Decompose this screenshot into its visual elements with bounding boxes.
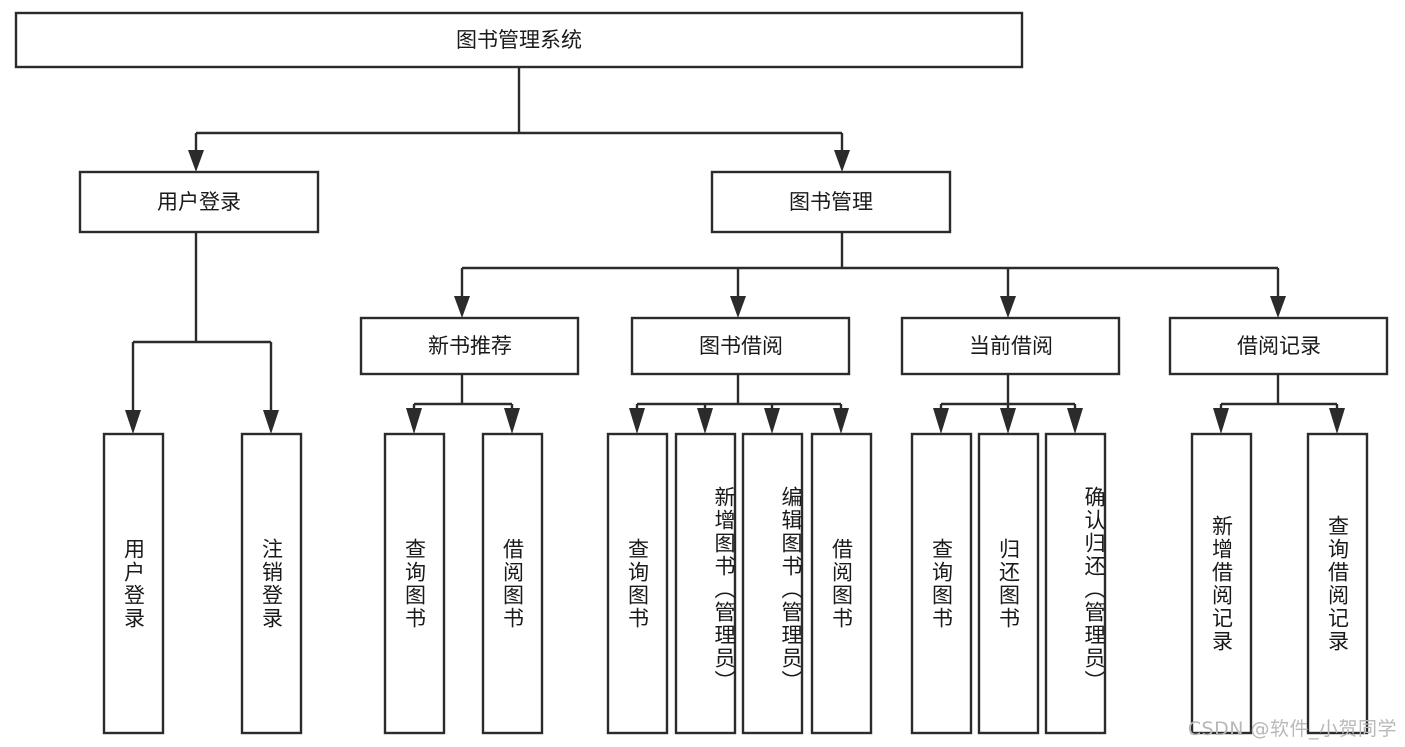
- connector-group-user-login: [125, 232, 279, 434]
- arrow-head-br-3: [764, 408, 780, 434]
- node-new-book-label: 新书推荐: [428, 334, 512, 358]
- node-root-box[interactable]: [14, 11, 1024, 69]
- arrow-head-cu-3: [1067, 408, 1083, 434]
- connector-group-record: [1213, 374, 1345, 434]
- leaf-add-record-box[interactable]: [1190, 432, 1253, 735]
- leaf-borrow-book-1-box[interactable]: [481, 432, 544, 735]
- arrow-head-br-2: [697, 408, 713, 434]
- leaf-query-book-3-box[interactable]: [910, 432, 973, 735]
- node-book-manage-box[interactable]: [710, 170, 952, 234]
- connector-group-current: [933, 374, 1083, 434]
- node-current-label: 当前借阅: [969, 334, 1053, 358]
- arrow-head-br-1: [629, 408, 645, 434]
- leaf-add-book-box[interactable]: [674, 432, 737, 735]
- arrow-head-nb-2: [504, 408, 520, 434]
- node-user-login-label: 用户登录: [157, 190, 241, 214]
- node-record-label: 借阅记录: [1237, 334, 1321, 358]
- arrow-head-rc-2: [1329, 408, 1345, 434]
- node-borrow-label: 图书借阅: [699, 334, 783, 358]
- connector-group-new-book: [406, 374, 520, 434]
- node-book-manage-label: 图书管理: [789, 190, 873, 214]
- arrow-head-rc-1: [1213, 408, 1229, 434]
- leaf-return-book-box[interactable]: [977, 432, 1040, 735]
- node-new-book-box[interactable]: [359, 316, 580, 376]
- arrow-head-bm-2: [730, 296, 746, 318]
- leaf-borrow-book-2-box[interactable]: [810, 432, 873, 735]
- arrow-head-root-2: [834, 150, 850, 172]
- arrow-head-ul-2: [263, 410, 279, 434]
- arrow-head-br-4: [833, 408, 849, 434]
- leaf-edit-book-box[interactable]: [741, 432, 804, 735]
- arrow-head-nb-1: [406, 408, 422, 434]
- connector-group-root: [188, 67, 850, 172]
- arrow-head-cu-2: [1000, 408, 1016, 434]
- leaf-query-book-1-box[interactable]: [383, 432, 446, 735]
- arrow-head-cu-1: [933, 408, 949, 434]
- arrow-head-ul-1: [125, 410, 141, 434]
- arrow-head-bm-3: [1000, 296, 1016, 318]
- leaf-user-login-box[interactable]: [102, 432, 165, 735]
- arrow-head-root-1: [188, 150, 204, 172]
- leaf-logout-box[interactable]: [240, 432, 303, 735]
- node-borrow-box[interactable]: [630, 316, 851, 376]
- leaf-query-book-2-box[interactable]: [606, 432, 669, 735]
- arrow-head-bm-4: [1270, 296, 1286, 318]
- leaf-confirm-return-box[interactable]: [1044, 432, 1107, 735]
- leaf-query-record-box[interactable]: [1306, 432, 1369, 735]
- node-root-label: 图书管理系统: [456, 28, 582, 52]
- csdn-watermark: CSDN @软件_小贺同学: [1187, 718, 1397, 740]
- connector-group-book-manage: [454, 232, 1286, 318]
- node-current-box[interactable]: [900, 316, 1121, 376]
- node-record-box[interactable]: [1168, 316, 1389, 376]
- node-user-login-box[interactable]: [78, 170, 320, 234]
- arrow-head-bm-1: [454, 296, 470, 318]
- connector-group-borrow: [629, 374, 849, 434]
